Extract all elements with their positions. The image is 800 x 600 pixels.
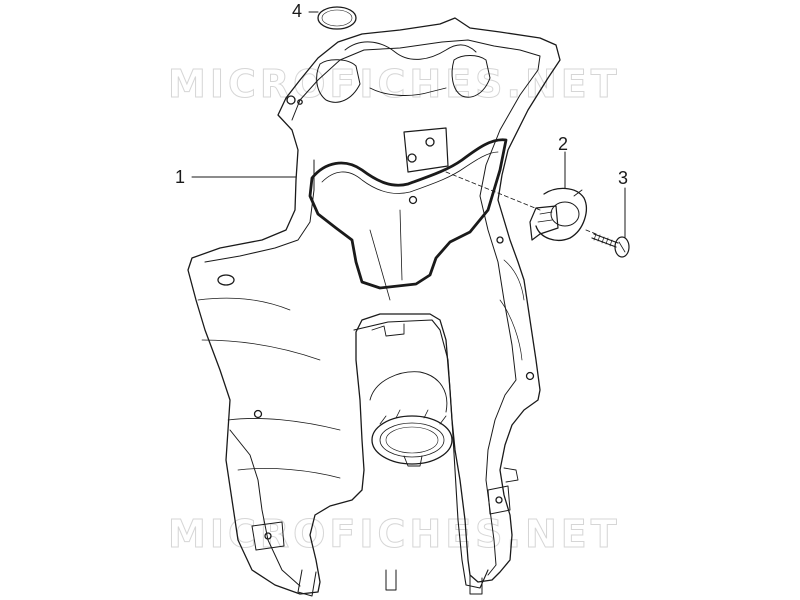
callout-part-1: 1 xyxy=(175,167,186,187)
part-4-cap xyxy=(317,6,357,30)
leader-lines xyxy=(191,11,626,238)
callout-part-4: 4 xyxy=(292,1,303,21)
part-2-clip xyxy=(529,187,587,241)
callout-part-2: 2 xyxy=(558,134,569,154)
part-1-leg-shield xyxy=(187,17,561,597)
assembly-dashed-lines xyxy=(445,171,597,235)
part-3-screw xyxy=(591,233,630,258)
watermark-top: MICROFICHES.NET xyxy=(168,62,621,107)
callout-part-3: 3 xyxy=(618,168,629,188)
